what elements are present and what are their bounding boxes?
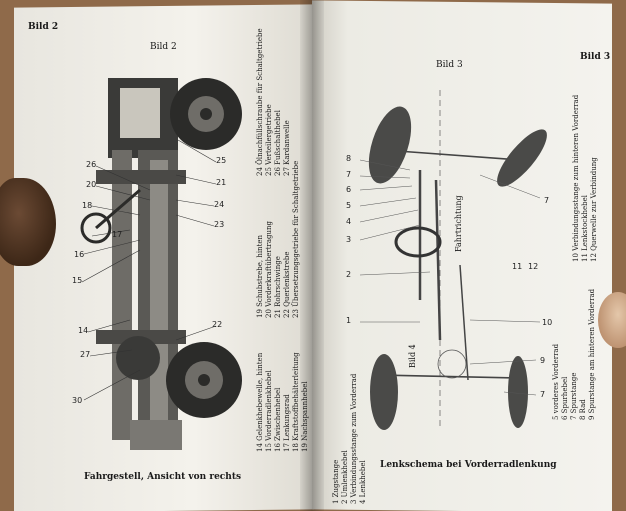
left-thumb: [0, 178, 56, 266]
callout-24: 24: [214, 200, 225, 209]
front-wheel: [170, 78, 242, 150]
callout-22: 22: [212, 320, 223, 329]
right-figure-label: Bild 3: [436, 60, 463, 70]
steering-wheel-right: [394, 226, 442, 258]
front-left-tire: [368, 106, 412, 184]
right-callout-9: 9: [540, 356, 546, 365]
callout-14: 14: [78, 326, 89, 335]
right-callout-6: 6: [346, 185, 352, 194]
right-callout-7: 7: [346, 170, 352, 179]
callout-21: 21: [216, 178, 227, 187]
right-caption: Lenkschema bei Vorderradlenkung: [380, 460, 557, 470]
right-callout-3: 3: [346, 235, 352, 244]
book-gutter: [300, 0, 324, 511]
rear-right-tire: [508, 356, 528, 428]
right-running-header: Bild 3: [580, 52, 611, 62]
callout-25: 25: [216, 156, 227, 165]
right-callout-10: 10: [542, 318, 553, 327]
rear-wheel: [166, 342, 242, 418]
right-callout-7c: 7: [540, 390, 546, 399]
callout-18: 18: [82, 201, 93, 210]
left-figure-label: Bild 2: [150, 42, 177, 52]
steering-wheel-left: [80, 188, 141, 244]
right-callout-5: 5: [346, 201, 352, 210]
right-callout-7b: 7: [544, 196, 550, 205]
right-callout-2: 2: [346, 270, 352, 279]
right-callout-11: 11: [512, 262, 523, 271]
leader-lines-right: [359, 159, 541, 396]
callout-15: 15: [72, 276, 83, 285]
right-callout-8: 8: [346, 154, 352, 163]
callout-27: 27: [80, 350, 91, 359]
left-caption: Fahrgestell, Ansicht von rechts: [84, 472, 242, 482]
callout-30: 30: [72, 396, 83, 405]
right-callout-12: 12: [528, 262, 539, 271]
callout-26: 26: [86, 160, 97, 169]
leader-lines-left: [81, 139, 217, 401]
schematic-lines: [377, 90, 521, 430]
callout-23: 23: [214, 220, 225, 229]
right-callout-1: 1: [346, 316, 352, 325]
front-right-tire: [497, 129, 547, 187]
left-running-header: Bild 2: [28, 22, 59, 32]
right-thumb: [598, 292, 626, 348]
inset-circle: [437, 349, 467, 379]
callout-20: 20: [86, 180, 97, 189]
rear-wheel-left: [116, 336, 160, 380]
rear-left-tire: [370, 354, 398, 430]
callout-17: 17: [112, 230, 123, 239]
callout-16: 16: [74, 250, 85, 259]
right-callout-4: 4: [346, 217, 352, 226]
